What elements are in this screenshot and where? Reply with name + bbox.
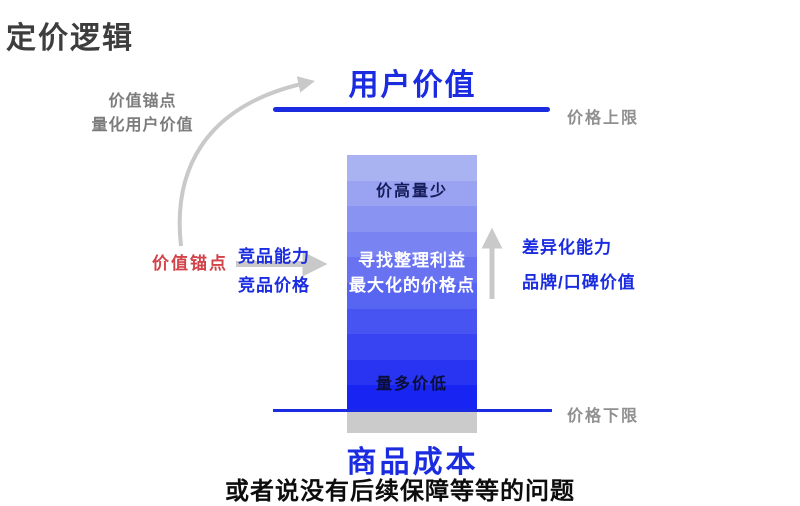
bar-mid-text-line2: 最大化的价格点 [349, 276, 475, 295]
cost-block [347, 412, 477, 433]
price-bar-stripe [347, 359, 477, 386]
price-bar-stripe [347, 257, 477, 283]
value-anchor-note: 价值锚点 量化用户价值 [60, 90, 225, 138]
bar-mid-text: 寻找整理利益 最大化的价格点 [347, 248, 477, 298]
price-bar-stripe [347, 282, 477, 309]
competitor-ability-label: 竞品能力 [238, 247, 310, 266]
price-bar-stripe [347, 308, 477, 335]
price-bar-stripes [347, 155, 477, 411]
price-bar-stripe [347, 334, 477, 360]
value-anchor-note-line2: 量化用户价值 [91, 117, 194, 134]
price-bar: 价高量少 寻找整理利益 最大化的价格点 量多价低 [347, 155, 477, 411]
differentiation-ability-label: 差异化能力 [522, 238, 612, 257]
price-bar-stripe [347, 155, 477, 181]
price-bar-stripe [347, 180, 477, 207]
product-cost-label: 商品成本 [346, 446, 479, 479]
price-bar-stripe [347, 231, 477, 258]
value-anchor-label: 价值锚点 [152, 254, 228, 273]
price-ceiling-line [273, 107, 550, 112]
price-floor-line [273, 409, 552, 412]
value-anchor-note-line1: 价值锚点 [108, 93, 177, 110]
page-title: 定价逻辑 [6, 22, 134, 55]
caption-text: 或者说没有后续保障等等的问题 [225, 478, 575, 505]
price-floor-label: 价格下限 [567, 408, 640, 425]
price-ceiling-label: 价格上限 [567, 110, 640, 127]
user-value-label: 用户价值 [348, 69, 477, 102]
bar-mid-text-line1: 寻找整理利益 [358, 251, 466, 270]
bar-top-text: 价高量少 [375, 183, 448, 200]
price-bar-stripe [347, 206, 477, 232]
competitor-price-label: 竞品价格 [238, 276, 310, 295]
brand-reputation-label: 品牌/口碑价值 [522, 273, 636, 292]
bar-bottom-text: 量多价低 [375, 376, 448, 393]
price-bar-stripe [347, 385, 477, 411]
